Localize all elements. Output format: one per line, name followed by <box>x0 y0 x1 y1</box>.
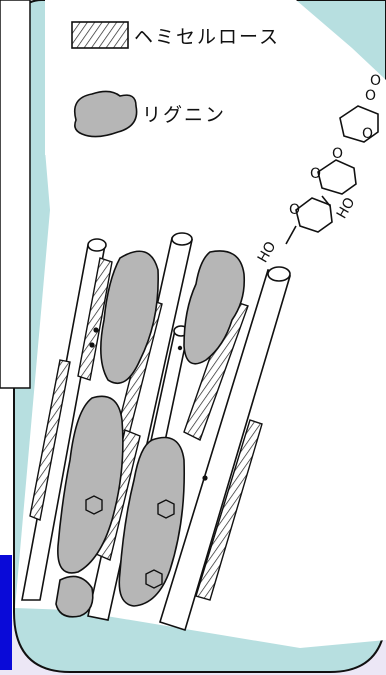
mol-o-6: O <box>362 126 373 142</box>
hemicellulose-swatch <box>72 22 128 48</box>
legend-hemicellulose-label: ヘミセルロース <box>134 22 280 49</box>
left-inset-lower <box>0 392 12 545</box>
mol-o-3: O <box>332 146 343 162</box>
legend-lignin-label: リグニン <box>142 100 226 127</box>
mol-o-2: O <box>310 166 321 182</box>
left-blue-bar-bottom <box>0 555 12 670</box>
mol-o-1: O <box>289 202 300 218</box>
mol-o-5: O <box>370 73 381 89</box>
left-inset-panel <box>0 0 30 388</box>
mol-o-4: O <box>365 88 376 104</box>
